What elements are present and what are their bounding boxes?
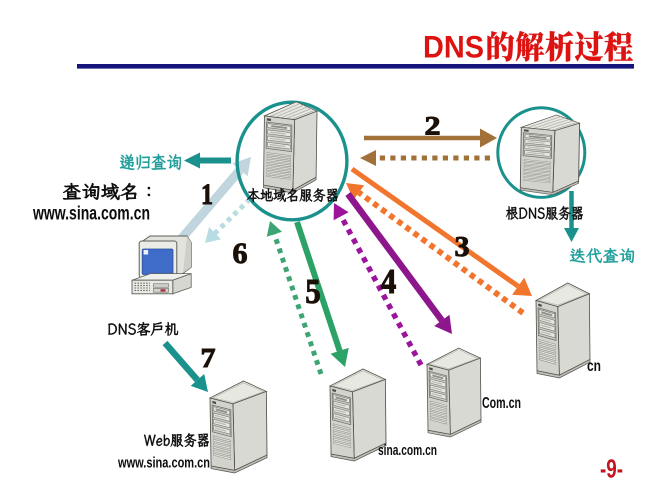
svg-text:2: 2 <box>425 111 441 141</box>
svg-text:4: 4 <box>381 263 397 301</box>
svg-text:7: 7 <box>201 342 216 373</box>
svg-text:www.sina.com.cn: www.sina.com.cn <box>32 203 150 225</box>
svg-text:1: 1 <box>201 178 213 211</box>
svg-text:5: 5 <box>305 273 321 311</box>
svg-text:www.sina.com.cn: www.sina.com.cn <box>117 455 210 472</box>
svg-text:Com.cn: Com.cn <box>482 395 521 412</box>
svg-text:DNS: DNS <box>423 29 484 65</box>
svg-text:-9-: -9- <box>600 456 623 484</box>
svg-text:3: 3 <box>455 231 470 263</box>
svg-text:sina.com.cn: sina.com.cn <box>378 443 437 459</box>
svg-text:6: 6 <box>233 237 248 270</box>
svg-text:cn: cn <box>587 358 601 375</box>
